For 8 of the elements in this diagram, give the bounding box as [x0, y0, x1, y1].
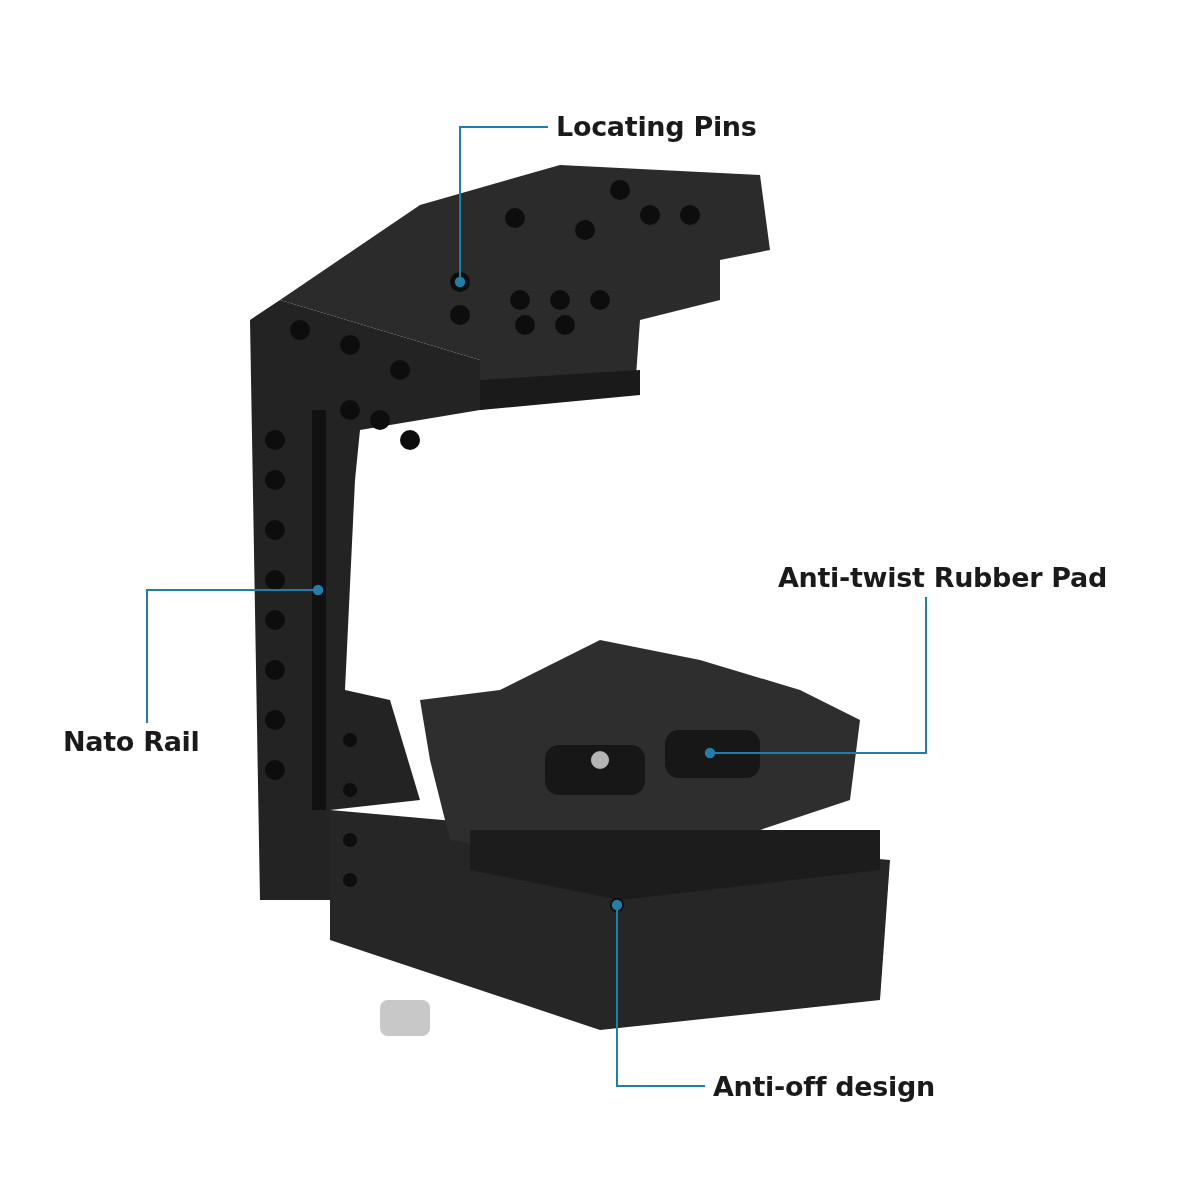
callout-label: Locating Pins	[556, 110, 757, 144]
callout-label: Anti-twist Rubber Pad	[778, 561, 1107, 595]
callout-label: Anti-off design	[713, 1070, 935, 1104]
leader-line	[454, 126, 549, 288]
leader-line	[146, 584, 324, 724]
callout-label: Nato Rail	[63, 725, 200, 759]
leader-line	[704, 596, 927, 759]
leader-line	[611, 899, 706, 1087]
